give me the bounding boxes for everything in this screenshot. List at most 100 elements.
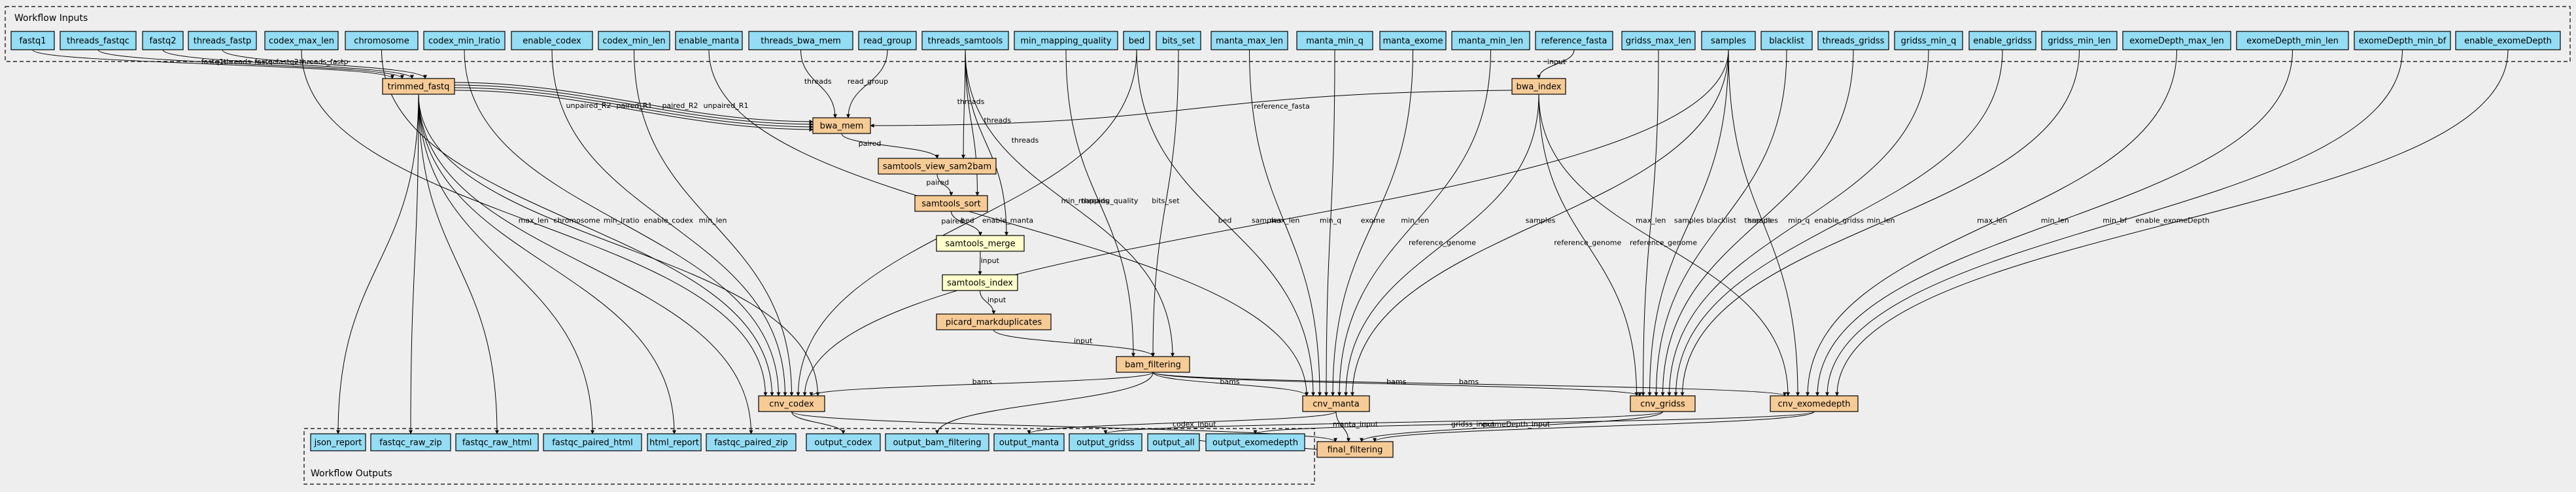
- edge-label: threads: [984, 116, 1011, 125]
- edge-label: min_q: [1788, 217, 1810, 225]
- input-node-box: [1968, 31, 2036, 50]
- input-node-enable-codex: enable_codex: [511, 31, 593, 50]
- edge: [1065, 49, 1135, 357]
- edge: [32, 49, 394, 79]
- edge-label: threads: [1012, 136, 1039, 145]
- edge-label: threads: [1082, 197, 1109, 205]
- edge-label: samples: [1748, 217, 1778, 225]
- edge: [870, 90, 1513, 128]
- edge: [1344, 94, 1539, 396]
- edge-label: enable_codex: [644, 217, 693, 225]
- step-node-box: [812, 117, 871, 134]
- output-node-output-gridss: output_gridss: [1069, 433, 1142, 451]
- step-node-label: samtools_view_sam2bam: [883, 162, 991, 172]
- input-node-gridss-min-q: gridss_min_q: [1894, 31, 1963, 50]
- step-node-box: [758, 395, 825, 412]
- outputs-cluster-label: Workflow Outputs: [311, 468, 392, 479]
- edge-label: unpaired_R2: [566, 101, 611, 110]
- edge: [1538, 94, 1639, 396]
- step-node-label: final_filtering: [1328, 446, 1383, 455]
- input-node-label: exomeDepth_max_len: [2129, 37, 2224, 46]
- output-node-label: output_codex: [814, 438, 872, 448]
- input-node-label: exomeDepth_min_len: [2246, 37, 2339, 46]
- input-node-box: [748, 31, 853, 50]
- step-node-box: [1116, 356, 1190, 373]
- input-node-box: [858, 31, 917, 50]
- input-node-box: [1296, 31, 1373, 50]
- input-node-label: threads_bwa_mem: [761, 37, 841, 46]
- step-node-label: samtools_index: [947, 279, 1013, 289]
- edge: [454, 90, 814, 132]
- input-node-label: fastq2: [150, 37, 177, 46]
- edge: [418, 94, 676, 434]
- edge-label: exomeDepth_input: [1482, 420, 1551, 429]
- edge-label: threads: [1744, 217, 1772, 225]
- edge-label: min_q: [1320, 217, 1341, 225]
- step-node-cnv-manta: cnv_manta: [1302, 395, 1370, 412]
- edge-label: min_bf: [2103, 217, 2127, 225]
- input-node-min-mapping-quality: min_mapping_quality: [1014, 31, 1118, 50]
- edge: [409, 94, 419, 434]
- edge: [1337, 49, 1491, 396]
- output-node-output-all: output_all: [1147, 433, 1200, 451]
- step-node-picard-markduplicates: picard_markduplicates: [936, 313, 1052, 330]
- input-node-box: [1894, 31, 1963, 50]
- edge: [1136, 49, 1315, 396]
- edge-label: input: [1074, 337, 1093, 345]
- edge: [935, 372, 1154, 434]
- input-node-threads-bwa-mem: threads_bwa_mem: [748, 31, 853, 50]
- edge-label: manta_input: [1333, 420, 1379, 429]
- edge: [1152, 372, 1787, 396]
- output-node-box: [806, 433, 881, 451]
- step-node-bwa-index: bwa_index: [1511, 78, 1566, 95]
- input-node-box: [1014, 31, 1118, 50]
- input-node-box: [10, 31, 55, 50]
- input-node-fastq2: fastq2: [142, 31, 184, 50]
- input-node-threads-gridss: threads_gridss: [1817, 31, 1889, 50]
- input-node-codex-max-len: codex_max_len: [264, 31, 339, 50]
- inputs-cluster-label: Workflow Inputs: [14, 13, 88, 24]
- step-node-label: cnv_gridss: [1640, 400, 1685, 410]
- input-node-threads-samtools: threads_samtools: [921, 31, 1009, 50]
- output-node-fastqc-raw-zip: fastqc_raw_zip: [370, 433, 451, 451]
- input-node-exomedepth-max-len: exomeDepth_max_len: [2122, 31, 2231, 50]
- edge-label: bams: [1220, 378, 1239, 386]
- outputs-cluster-border: [303, 428, 1315, 485]
- input-node-chromosome: chromosome: [345, 31, 419, 50]
- input-node-box: [2041, 31, 2118, 50]
- input-node-box: [511, 31, 593, 50]
- output-node-label: json_report: [314, 438, 362, 448]
- edge-label: threads: [804, 77, 832, 86]
- step-node-box: [1302, 395, 1370, 412]
- output-node-html-report: html_report: [647, 433, 702, 451]
- edge: [1324, 49, 1335, 396]
- input-node-box: [60, 31, 137, 50]
- output-node-label: fastqc_raw_html: [462, 438, 532, 448]
- edge-label: paired: [941, 217, 964, 226]
- edge: [978, 251, 982, 275]
- edge-label: input: [981, 256, 1000, 265]
- output-node-box: [706, 433, 797, 451]
- output-node-box: [1205, 433, 1305, 451]
- edge: [301, 49, 768, 396]
- input-node-box: [1451, 31, 1530, 50]
- edge-label: chromosome: [553, 217, 600, 225]
- edge-label: min_lratio: [604, 217, 640, 225]
- step-node-box: [878, 158, 997, 175]
- edge: [1728, 49, 1800, 396]
- edge: [454, 87, 814, 129]
- edge-label: bed: [961, 217, 974, 225]
- input-node-label: threads_gridss: [1823, 37, 1885, 46]
- step-node-label: bam_filtering: [1125, 360, 1181, 370]
- output-node-box: [885, 433, 989, 451]
- step-node-cnv-codex: cnv_codex: [758, 395, 825, 412]
- input-node-label: fastq1: [20, 37, 46, 46]
- step-node-box: [914, 195, 988, 212]
- edge-label: blacklist: [1707, 217, 1737, 225]
- output-node-box: [310, 433, 366, 451]
- step-node-bwa-mem: bwa_mem: [812, 117, 871, 134]
- input-node-fastq1: fastq1: [10, 31, 55, 50]
- output-node-label: fastqc_paired_zip: [714, 438, 788, 448]
- output-node-box: [455, 433, 539, 451]
